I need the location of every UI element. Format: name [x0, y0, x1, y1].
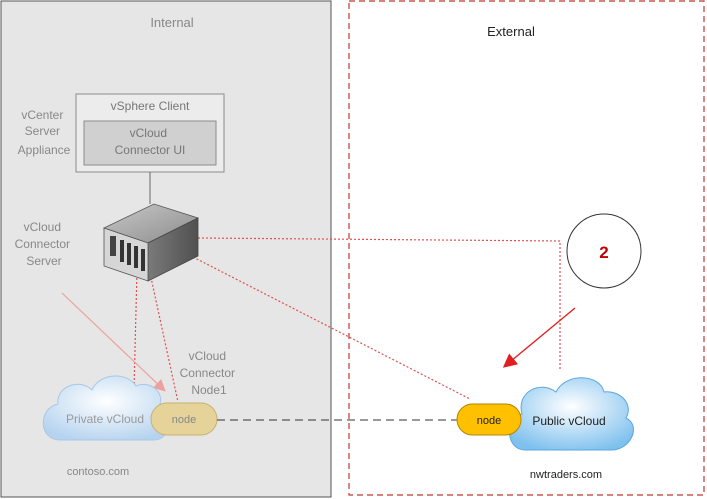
internal-zone-label: Internal: [150, 15, 193, 30]
private-domain-label: contoso.com: [67, 466, 129, 478]
vsphere-client-box: vSphere Client vCloud Connector UI: [75, 93, 225, 173]
public-node: node: [456, 403, 522, 436]
connector-ui-label: vCloud Connector UI: [115, 126, 186, 157]
server-links: [133, 237, 561, 403]
connector-ui-box: [83, 120, 217, 166]
external-zone-label: External: [487, 24, 535, 39]
private-node-label: node: [172, 414, 196, 426]
public-domain-label: nwtraders.com: [530, 469, 602, 481]
server-to-private-cloud-link: [133, 269, 138, 391]
server-to-public-link: [197, 237, 561, 370]
vsphere-client-label: vSphere Client: [111, 99, 190, 113]
private-node: node: [150, 402, 218, 436]
public-cloud: Public vCloud: [509, 377, 634, 451]
connector-server-label: vCloud Connector Server: [15, 220, 74, 268]
server-icon: [102, 203, 200, 282]
private-cloud: Private vCloud: [42, 375, 171, 441]
public-cloud-label: Public vCloud: [532, 414, 605, 428]
vcenter-label: vCenter Server Appliance: [18, 108, 71, 157]
public-node-label: node: [477, 415, 501, 427]
connector-node-label: vCloud Connector Node1: [180, 349, 239, 397]
callout-2: 2: [566, 213, 642, 289]
callout-arrow: [502, 307, 576, 368]
private-cloud-label: Private vCloud: [66, 412, 144, 426]
callout-number: 2: [599, 243, 608, 262]
private-inbound-arrow: [61, 292, 166, 392]
